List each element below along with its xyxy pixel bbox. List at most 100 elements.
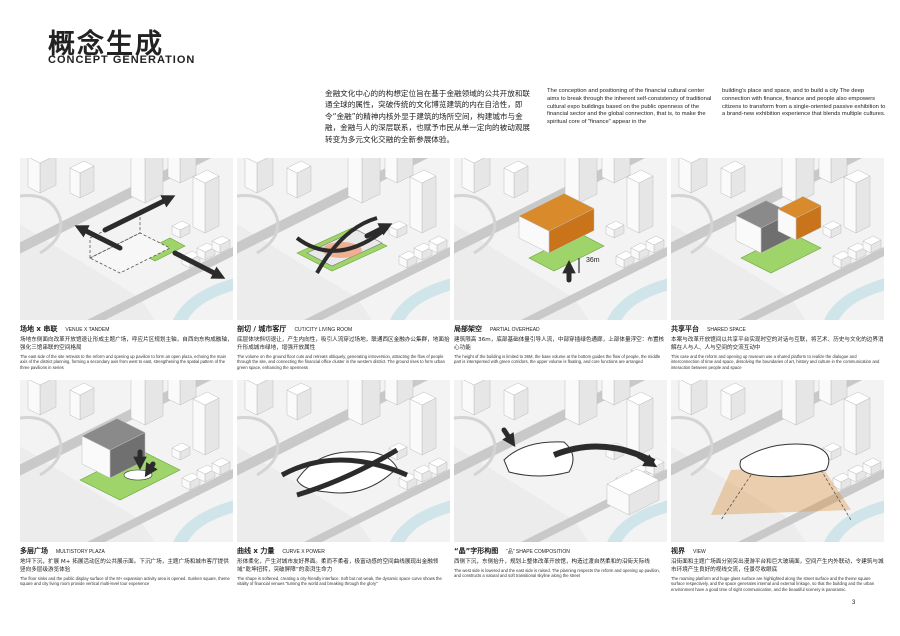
- river: [173, 278, 233, 320]
- caption-title-cn: 多层广场: [20, 547, 48, 555]
- small-building: [211, 457, 231, 476]
- caption-desc-en: The height of the building is limited to…: [454, 354, 661, 365]
- tower-building: [843, 169, 871, 234]
- tower-building: [130, 380, 164, 426]
- diagram-panel-2: [237, 158, 450, 320]
- small-building: [832, 250, 852, 269]
- small-building: [428, 235, 448, 254]
- sight-line: [720, 474, 752, 521]
- small-building: [847, 464, 867, 483]
- intro-text-cn: 金融文化中心的的构想定位旨在基于金融领域的公共开放和联通全球的属性，突破传统的文…: [325, 89, 531, 144]
- caption-desc-cn: 沿街面和主题广场面分别突出漫游平台和巨大玻璃面，空间产生内外联动，令建筑与城市环…: [671, 559, 884, 573]
- caption-desc-cn: 地坪下沉，扩展 M+ 拓展活动区的公共展示面。下沉广场，主题广场和城市客厅提供竖…: [20, 559, 229, 573]
- curved-flow-arrow: [295, 226, 389, 253]
- caption-desc-cn: 建筑限高 36m，底部基础体量引导人流，中部穿插绿色通廊，上部体量浮空：布置核心…: [454, 337, 665, 351]
- axis-arrow: [102, 195, 176, 233]
- low-building: [720, 382, 746, 421]
- view-cone: [711, 465, 851, 515]
- road: [304, 247, 450, 320]
- low-building: [244, 158, 274, 194]
- curved-volume: [503, 441, 574, 477]
- small-building: [196, 464, 216, 483]
- flow-arrow: [172, 250, 226, 279]
- tower-building: [781, 158, 815, 204]
- flow-arrow: [636, 453, 658, 468]
- tower-building: [818, 380, 848, 406]
- small-building: [398, 250, 418, 269]
- low-building: [286, 382, 312, 421]
- page-number: 3: [852, 600, 856, 606]
- caption-desc-cn: 场地东侧面向改革开放馆退让形成主题广场，呼应片区规划主轴，自西向东构成融轴，强化…: [20, 337, 233, 351]
- caption-title-en: VENUE X TANDEM: [65, 327, 110, 333]
- tower-building: [192, 391, 220, 456]
- caption-title-en: CUT/CITY LIVING ROOM: [294, 327, 353, 333]
- caption-title-cn: 曲线 x 力量: [237, 547, 275, 555]
- low-building: [461, 380, 491, 416]
- orange-volume: [777, 196, 822, 241]
- tower-building: [384, 158, 414, 184]
- small-building: [847, 242, 867, 261]
- urban-context: [454, 158, 667, 320]
- caption-title-cn: 共享平台: [671, 325, 699, 333]
- caption-title-en: MULTISTORY PLAZA: [56, 549, 105, 555]
- small-building: [615, 250, 635, 269]
- intro-text-en-col2: building's place and space, and to build…: [722, 88, 886, 118]
- tower-building: [843, 391, 871, 456]
- caption-desc-cn: 形体柔化，产生对城市友好界面。柔而不柔者，极富动感的空间曲线展现出金融领域“乾坤…: [237, 559, 439, 573]
- up-arrow: [562, 260, 576, 283]
- tower-building: [564, 158, 598, 204]
- diagram-panel-5: [20, 380, 233, 542]
- river: [390, 278, 450, 320]
- caption-desc-en: The east side of the site retreats to th…: [20, 354, 227, 370]
- tower-building: [167, 158, 197, 184]
- caption-desc-en: The roaming platform and huge glass surf…: [671, 576, 875, 592]
- caption-desc-en: The shape is softened, creating a city-f…: [237, 576, 442, 587]
- caption-title-cn: 场地 x 串联: [20, 325, 58, 333]
- diagram-panel-7: [454, 380, 667, 542]
- diagram-panel-8: [671, 380, 884, 542]
- down-arrow: [133, 449, 147, 470]
- caption-title-en: VIEW: [693, 549, 706, 555]
- road: [738, 469, 884, 542]
- height-label: 36m: [586, 257, 600, 264]
- caption-title: 场地 x 串联 VENUE X TANDEM: [20, 324, 233, 334]
- small-building: [862, 457, 882, 476]
- tower-building: [781, 380, 815, 426]
- road: [521, 247, 667, 320]
- diagram-panel-4: [671, 158, 884, 320]
- small-building: [171, 220, 191, 239]
- low-building: [69, 160, 95, 199]
- caption-title: 多层广场 MULTISTORY PLAZA: [20, 546, 233, 556]
- curved-flow-arrow: [315, 216, 378, 274]
- caption-title-cn: “晶”字形构图: [454, 547, 499, 555]
- small-building: [211, 235, 231, 254]
- caption-title: 剖切 / 城市客厅 CUT/CITY LIVING ROOM: [237, 324, 450, 334]
- caption-title-cn: 剖切 / 城市客厅: [237, 325, 287, 333]
- road: [304, 469, 450, 542]
- site-outline: [89, 232, 171, 274]
- flow-arrow: [74, 225, 123, 251]
- low-building: [244, 380, 274, 416]
- floating-volume: [518, 193, 595, 254]
- low-building: [461, 158, 491, 194]
- low-building: [27, 380, 57, 416]
- small-building: [822, 220, 842, 239]
- tower-building: [601, 380, 631, 406]
- low-building: [720, 160, 746, 199]
- caption-title-en: “品” SHAPE COMPOSITION: [506, 549, 570, 555]
- tower-building: [409, 169, 437, 234]
- curve-arrow: [280, 457, 408, 478]
- caption-title: “晶”字形构图 “品” SHAPE COMPOSITION: [454, 546, 667, 556]
- caption-desc-en: This case and the reform and opening up …: [671, 354, 880, 370]
- diagram-caption-7: “晶”字形构图“品” SHAPE COMPOSITION 西侧下沉，东侧抬升，规…: [454, 546, 667, 579]
- intro-text-en-col1: The conception and positioning of the fi…: [547, 88, 712, 126]
- caption-title-cn: 视界: [671, 547, 685, 555]
- diagram-panel-6: [237, 380, 450, 542]
- caption-title: 视界 VIEW: [671, 546, 884, 556]
- river: [173, 500, 233, 542]
